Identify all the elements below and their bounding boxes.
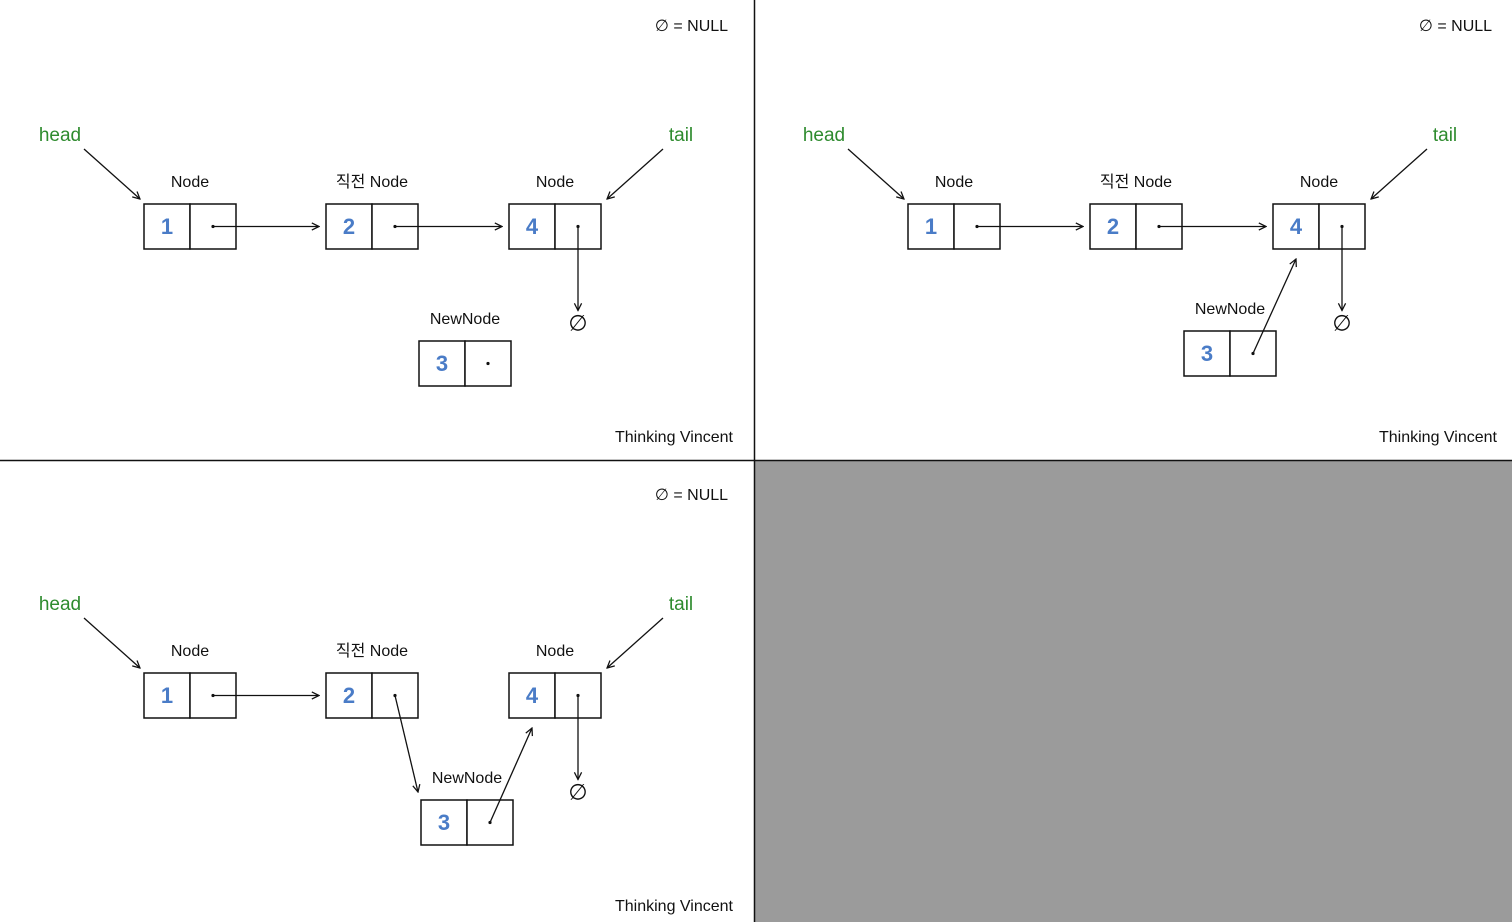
- pointer-dot: [486, 361, 490, 366]
- node-label: NewNode: [432, 770, 502, 787]
- node-label: 직전 Node: [336, 642, 408, 660]
- node-value: 3: [1201, 341, 1213, 366]
- node-label: Node: [171, 643, 209, 660]
- node-value: 4: [526, 214, 539, 239]
- node-value: 4: [1290, 214, 1303, 239]
- tail-label: tail: [1433, 125, 1457, 146]
- node-1: 1 Node: [907, 174, 1001, 250]
- node-label: NewNode: [430, 311, 500, 328]
- head-label: head: [39, 125, 81, 146]
- head-arrow: [83, 148, 140, 199]
- node-value: 3: [436, 351, 448, 376]
- new-node: 3 NewNode: [418, 311, 512, 387]
- node-label: Node: [536, 643, 574, 660]
- node-value: 2: [343, 683, 355, 708]
- tail-arrow: [607, 617, 664, 668]
- new-node: 3 NewNode: [420, 770, 514, 846]
- node-value-cell: [508, 672, 556, 719]
- node-4: 4 Node: [508, 174, 602, 250]
- tail-arrow: [607, 148, 664, 199]
- null-legend: ∅ = NULL: [655, 487, 728, 504]
- null-symbol: ∅: [568, 780, 587, 805]
- credit-text: Thinking Vincent: [615, 429, 734, 446]
- head-arrow: [847, 148, 904, 199]
- node-value: 3: [438, 810, 450, 835]
- node-value: 1: [161, 683, 173, 708]
- link-nn-n4: [489, 728, 532, 823]
- node-1: 1 Node: [143, 174, 237, 250]
- panel-step-3: ∅ = NULL Thinking Vincent 1 Node 2 직전 Node 4 No…: [39, 487, 734, 915]
- node-value-cell: [325, 203, 373, 250]
- panel-step-1: ∅ = NULL Thinking Vincent 1 Node 2 직전 Node 4 No…: [39, 18, 734, 446]
- node-4: 4 Node: [1272, 174, 1366, 250]
- head-label: head: [39, 594, 81, 615]
- node-value: 1: [925, 214, 937, 239]
- node-label: Node: [1300, 174, 1338, 191]
- node-value: 2: [343, 214, 355, 239]
- node-1: 1 Node: [143, 643, 237, 719]
- head-label: head: [803, 125, 845, 146]
- head-arrow: [83, 617, 140, 668]
- tail-label: tail: [669, 125, 693, 146]
- credit-text: Thinking Vincent: [615, 898, 734, 915]
- node-value: 2: [1107, 214, 1119, 239]
- node-label: Node: [935, 174, 973, 191]
- link-n2-nn: [394, 695, 418, 793]
- node-2: 2 직전 Node: [325, 642, 419, 719]
- node-value-cell: [420, 799, 468, 846]
- empty-panel: [755, 461, 1512, 922]
- node-label: NewNode: [1195, 301, 1265, 318]
- node-value-cell: [325, 672, 373, 719]
- null-legend: ∅ = NULL: [1419, 18, 1492, 35]
- node-value: 4: [526, 683, 539, 708]
- null-symbol: ∅: [568, 311, 587, 336]
- node-label: Node: [536, 174, 574, 191]
- panel-step-2: ∅ = NULL Thinking Vincent 1 Node 2 직전 Node 4 No…: [803, 18, 1498, 446]
- node-label: 직전 Node: [1100, 173, 1172, 191]
- credit-text: Thinking Vincent: [1379, 429, 1498, 446]
- new-node: 3 NewNode: [1183, 301, 1277, 377]
- node-value-cell: [907, 203, 955, 250]
- node-label: 직전 Node: [336, 173, 408, 191]
- node-label: Node: [171, 174, 209, 191]
- tail-arrow: [1371, 148, 1428, 199]
- node-4: 4 Node: [508, 643, 602, 719]
- node-2: 2 직전 Node: [1089, 173, 1183, 250]
- link-nn-n4: [1252, 259, 1296, 354]
- tail-label: tail: [669, 594, 693, 615]
- node-value: 1: [161, 214, 173, 239]
- null-legend: ∅ = NULL: [655, 18, 728, 35]
- node-2: 2 직전 Node: [325, 173, 419, 250]
- null-symbol: ∅: [1332, 311, 1351, 336]
- node-value-cell: [1089, 203, 1137, 250]
